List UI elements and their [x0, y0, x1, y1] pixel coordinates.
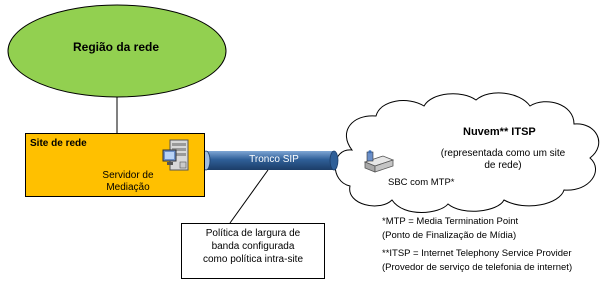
cloud-subtitle: (representada como um site de rede) [440, 148, 566, 171]
footnote-line: (Ponto de Finalização de Mídia) [382, 230, 517, 241]
footnote-line: (Provedor de serviço de telefonia de int… [382, 262, 573, 273]
sbc-device-icon [363, 150, 395, 173]
region-title: Região da rede [72, 40, 160, 54]
cloud-title: Nuvem** ITSP [463, 126, 536, 138]
callout-line: Política de largura de [205, 228, 301, 239]
callout-connector [229, 169, 269, 224]
mediation-server-label: Servidor de Mediação [102, 170, 154, 193]
callout-line: como política intra-site [202, 254, 304, 265]
network-site-box: Site de rede Servidor de Mediação [25, 133, 205, 197]
sip-trunk-right-cap [329, 150, 339, 171]
sbc-label: SBC com MTP* [388, 177, 455, 188]
sip-trunk-label: Tronco SIP [249, 154, 299, 165]
bandwidth-policy-callout: Política de largura de banda configurada… [181, 223, 325, 279]
footnote-line: **ITSP = Internet Telephony Service Prov… [382, 248, 572, 259]
mediation-server-icon [162, 139, 189, 171]
callout-line: banda configurada [211, 241, 295, 252]
footnote-line: *MTP = Media Termination Point [382, 216, 519, 227]
itsp-cloud [334, 92, 600, 213]
sip-trunk-pipe [206, 151, 334, 170]
site-title: Site de rede [30, 138, 87, 149]
